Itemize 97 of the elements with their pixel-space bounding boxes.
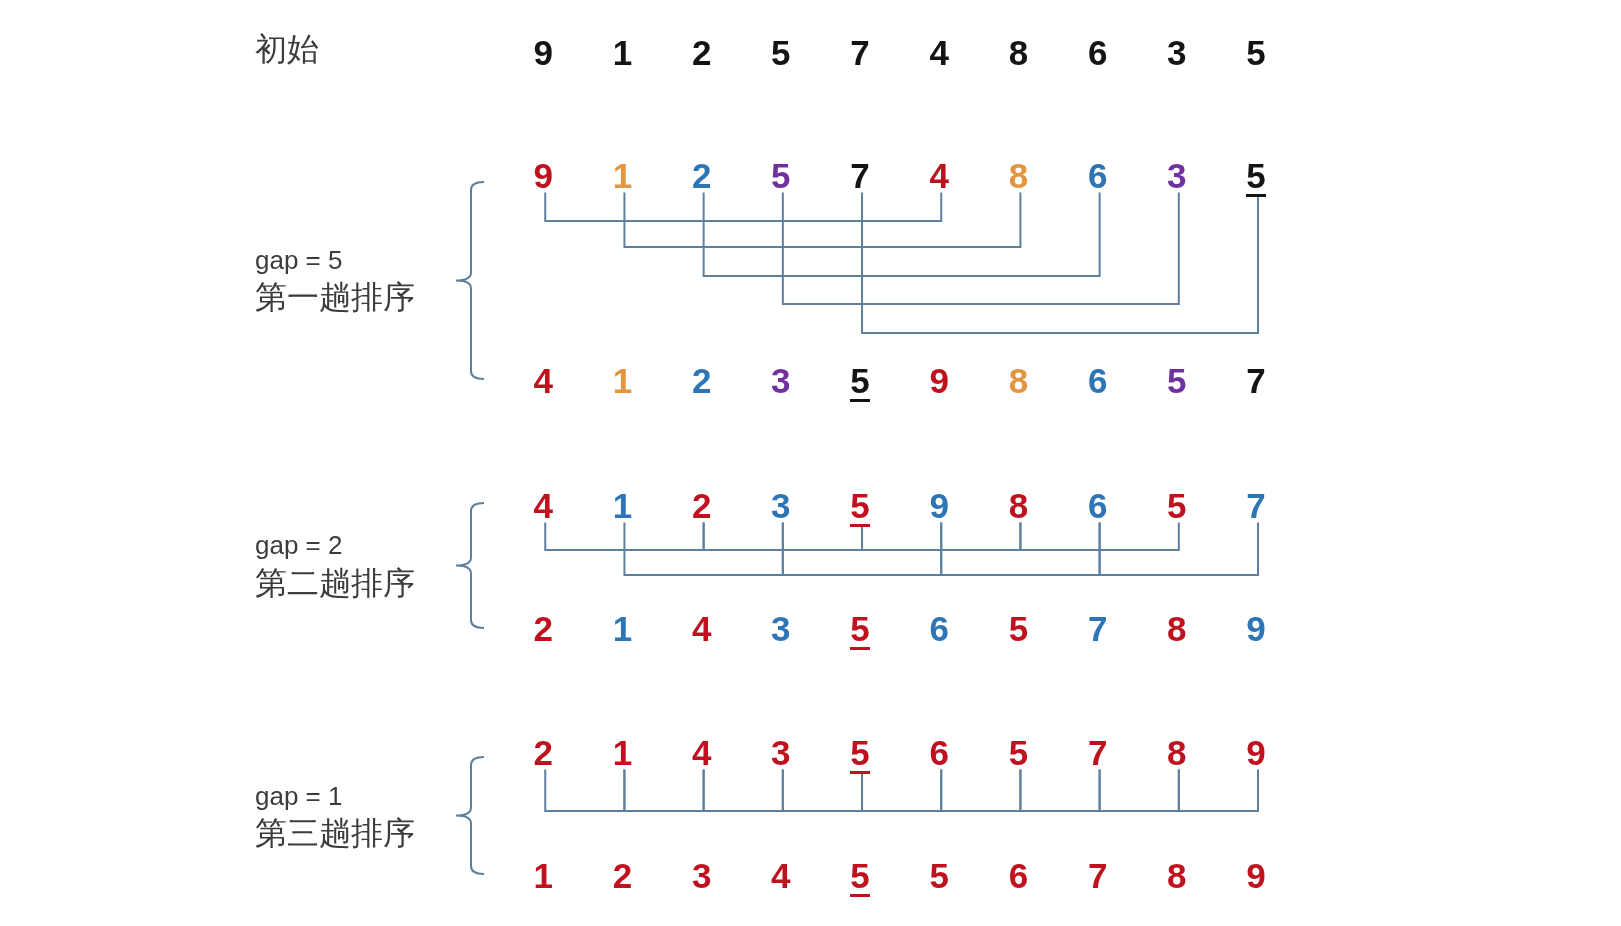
array-value: 1 [612,734,633,770]
gap-label: gap = 5 [255,247,343,273]
array-value: 6 [1087,157,1108,193]
array-value: 4 [929,157,949,193]
array-value: 4 [533,487,553,523]
array-value: 5 [1167,487,1187,523]
array-value: 5 [850,487,870,527]
array-value: 1 [612,34,633,70]
array-value: 7 [850,157,870,193]
array-value: 4 [533,362,553,398]
connector-line [623,521,784,576]
array-value: 2 [612,857,633,893]
array-value: 1 [533,857,553,893]
connector-line [1019,521,1180,551]
gap-label: gap = 1 [255,783,343,809]
array-value: 3 [771,487,791,523]
array-value: 8 [1167,734,1187,770]
array-value: 8 [1008,362,1029,398]
array-value: 5 [1008,734,1029,770]
array-value: 4 [771,857,791,893]
array-value: 5 [1167,362,1187,398]
connector-line [861,191,1260,334]
array-value: 5 [929,857,949,893]
array-value: 9 [1246,610,1266,646]
array-value: 5 [1246,157,1266,197]
array-value: 6 [1087,34,1108,70]
array-value: 3 [771,362,791,398]
array-value: 8 [1008,487,1029,523]
array-value: 9 [1246,857,1266,893]
array-value: 3 [1167,34,1187,70]
array-value: 4 [691,610,712,646]
connector-line [1019,768,1101,812]
array-value: 5 [771,34,791,70]
array-value: 9 [533,157,553,193]
connector-line [544,521,705,551]
array-value: 5 [850,857,870,897]
pass-label: 第一趟排序 [255,281,415,313]
array-value: 9 [929,362,949,398]
array-value: 5 [850,362,870,402]
array-value: 6 [1087,362,1108,398]
pass-label: 第二趟排序 [255,567,415,599]
array-value: 5 [1008,610,1029,646]
array-value: 2 [691,487,712,523]
array-value: 4 [691,734,712,770]
array-value: 2 [533,610,553,646]
connector-line [702,521,864,551]
connector-line [1177,768,1260,812]
array-value: 1 [612,487,633,523]
connector-line [940,521,1101,576]
array-value: 8 [1167,610,1187,646]
array-value: 6 [1087,487,1108,523]
array-value: 7 [1246,487,1266,523]
array-value: 3 [1167,157,1187,193]
array-value: 6 [1008,857,1029,893]
connector-line [544,768,626,812]
array-value: 6 [929,610,949,646]
array-value: 2 [691,34,712,70]
array-value: 6 [929,734,949,770]
connector-line [1098,521,1260,576]
array-value: 8 [1167,857,1187,893]
array-value: 9 [1246,734,1266,770]
array-value: 5 [850,734,870,774]
array-value: 2 [691,362,712,398]
array-value: 9 [929,487,949,523]
array-value: 5 [1246,34,1266,70]
connector-line [781,521,943,576]
array-value: 4 [929,34,949,70]
array-value: 1 [612,610,633,646]
array-value: 1 [612,157,633,193]
row-label: 初始 [255,33,319,65]
array-value: 7 [850,34,870,70]
connector-line [544,191,943,222]
array-value: 1 [612,362,633,398]
array-value: 3 [771,734,791,770]
connector-line [1098,768,1180,812]
array-value: 8 [1008,157,1029,193]
connector-line [781,191,1180,305]
array-value: 3 [771,610,791,646]
connector-line [781,768,864,812]
array-value: 7 [1087,857,1108,893]
array-value: 2 [691,157,712,193]
array-value: 7 [1087,610,1108,646]
connector-line [940,768,1022,812]
array-value: 2 [533,734,553,770]
gap-label: gap = 2 [255,532,343,558]
array-value: 7 [1246,362,1266,398]
array-value: 9 [533,34,553,70]
array-value: 8 [1008,34,1029,70]
array-value: 3 [691,857,712,893]
pass-label: 第三趟排序 [255,817,415,849]
array-value: 7 [1087,734,1108,770]
connector-line [702,191,1101,277]
array-value: 5 [771,157,791,193]
connector-line [623,191,1022,248]
connector-line [623,768,705,812]
connector-line [702,768,784,812]
array-value: 5 [850,610,870,650]
